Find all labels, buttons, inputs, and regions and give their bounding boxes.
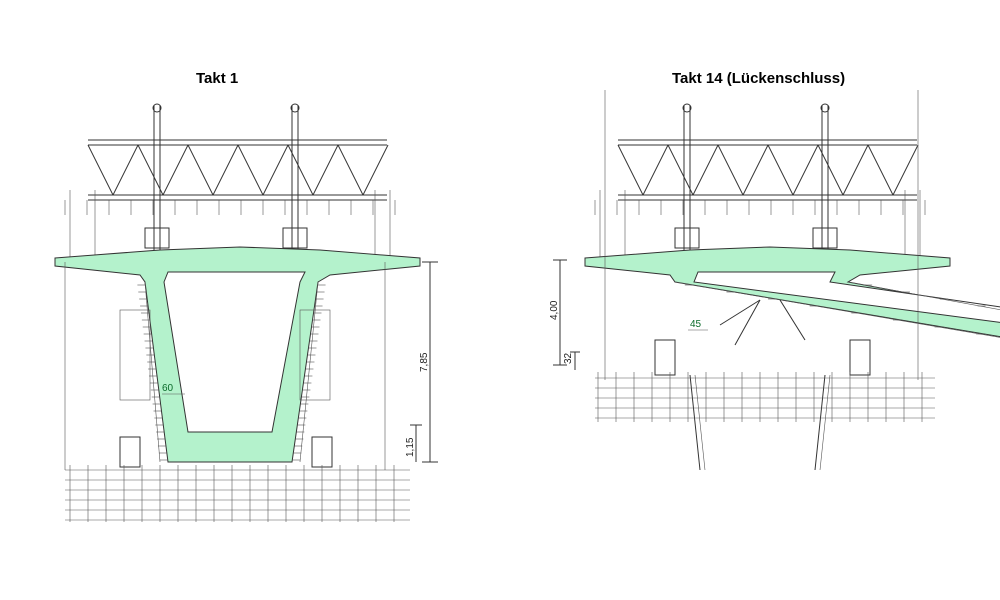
line <box>144 281 161 463</box>
line <box>642 144 669 196</box>
line <box>312 144 339 196</box>
hydraulic-jack <box>144 227 170 249</box>
line <box>717 144 744 196</box>
line <box>87 144 114 196</box>
dim-right-bottom: 32 <box>563 352 574 364</box>
line <box>867 144 894 196</box>
line <box>892 144 919 196</box>
right-section-title: Takt 14 (Lückenschluss) <box>672 70 846 87</box>
line <box>814 374 826 471</box>
line <box>362 144 389 196</box>
dim-left-bottom: 1,15 <box>405 437 416 457</box>
dim-left-web: 60 <box>162 383 174 394</box>
line <box>162 144 189 196</box>
line <box>842 144 869 196</box>
line <box>674 281 1000 338</box>
line <box>137 144 164 196</box>
dim-right-height: 4,00 <box>549 300 560 320</box>
lifting-eye <box>152 103 162 113</box>
line <box>792 144 819 196</box>
line <box>767 144 794 196</box>
line <box>734 299 761 346</box>
line <box>237 144 264 196</box>
line <box>667 144 694 196</box>
line <box>694 374 706 471</box>
support-unit <box>654 339 676 376</box>
line <box>847 281 1000 311</box>
line <box>819 374 831 471</box>
side-formwork <box>299 309 331 401</box>
support-unit <box>311 436 333 468</box>
side-formwork <box>119 309 151 401</box>
line <box>337 144 364 196</box>
box-void <box>163 271 306 433</box>
left-section-title: Takt 1 <box>196 70 239 87</box>
line <box>719 299 761 326</box>
lifting-eye <box>682 103 692 113</box>
line <box>742 144 769 196</box>
line <box>187 144 214 196</box>
hydraulic-jack <box>674 227 700 249</box>
lifting-eye <box>290 103 300 113</box>
line <box>779 299 806 341</box>
line <box>287 144 314 196</box>
dim-right-web: 45 <box>690 319 702 330</box>
line <box>617 144 644 196</box>
hydraulic-jack <box>812 227 838 249</box>
dim-left-height: 7,85 <box>419 352 430 372</box>
support-unit <box>849 339 871 376</box>
support-unit <box>119 436 141 468</box>
line <box>299 281 319 463</box>
line <box>212 144 239 196</box>
hydraulic-jack <box>282 227 308 249</box>
line <box>817 144 844 196</box>
lifting-eye <box>820 103 830 113</box>
box-void <box>693 271 1000 323</box>
line <box>262 144 289 196</box>
line <box>689 374 701 471</box>
line <box>692 144 719 196</box>
line <box>112 144 139 196</box>
